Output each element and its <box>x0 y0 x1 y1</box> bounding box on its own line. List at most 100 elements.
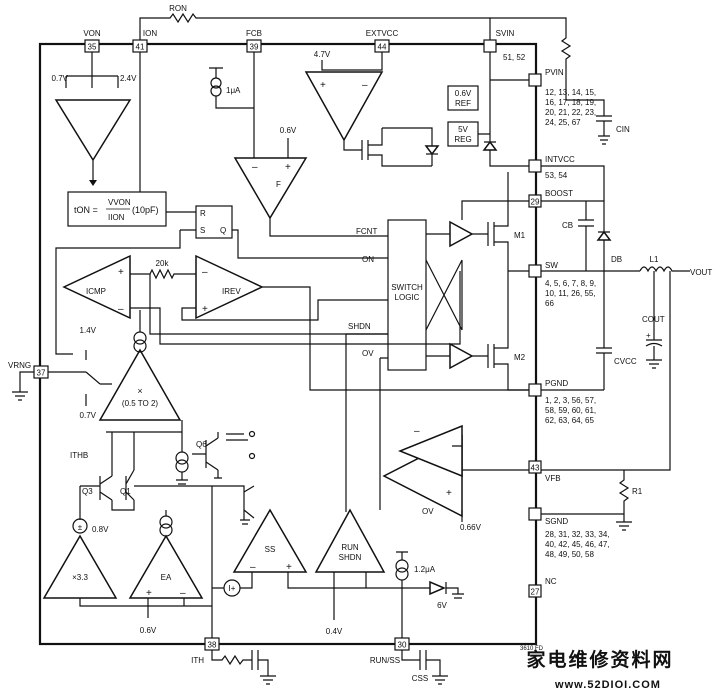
latch-s: S <box>200 226 205 235</box>
pin-pvin: PVIN 12, 13, 14, 15, 16, 17, 18, 19, 20,… <box>528 68 596 127</box>
run-shdn-line2: SHDN <box>339 553 362 562</box>
pin-pgnd-numbers-2: 58, 59, 60, 61, <box>545 406 596 415</box>
extvcc-comp-plus: + <box>320 80 326 91</box>
bottom-driver <box>449 342 474 370</box>
fcb-comp-minus: – <box>252 162 258 173</box>
v08-label: 0.8V <box>92 525 109 534</box>
pin-svin-label: SVIN <box>496 29 515 38</box>
cb-label: CB <box>562 221 573 230</box>
v24-label: 2.4V <box>120 74 137 83</box>
v06-fcb-label: 0.6V <box>280 126 297 135</box>
watermark-chinese: 家电维修资料网 <box>526 648 673 671</box>
ton-numerator: VVON <box>108 198 131 207</box>
pin-ith-number: 38 <box>208 641 217 650</box>
v066-label: 0.66V <box>460 523 482 532</box>
x33-label: ×3.3 <box>72 573 88 582</box>
pin-ion-label: ION <box>143 29 157 38</box>
svg-text:+: + <box>202 304 208 315</box>
pin-pgnd-numbers-1: 1, 2, 3, 56, 57, <box>545 396 596 405</box>
pin-sgnd-numbers-2: 40, 42, 45, 46, 47, <box>545 540 610 549</box>
multiplier <box>98 348 182 421</box>
pin-runss-number: 30 <box>398 641 407 650</box>
figure-id: 3610 FD <box>520 646 544 652</box>
pin-vrng: 37 VRNG <box>8 361 49 379</box>
pin-pgnd: PGND 1, 2, 3, 56, 57, 58, 59, 60, 61, 62… <box>528 379 596 425</box>
extvcc-comp-minus: – <box>362 80 368 91</box>
svg-text:+: + <box>446 488 452 499</box>
pin-nc: 27 NC <box>528 577 557 598</box>
pin-sgnd-numbers-1: 28, 31, 32, 33, 34, <box>545 530 610 539</box>
ton-block <box>67 191 167 227</box>
latch-q: Q <box>220 226 226 235</box>
ov-amp-label: OV <box>422 507 434 516</box>
pin-von-label: VON <box>83 29 101 38</box>
svg-text:–: – <box>414 426 420 437</box>
cvcc-label: CVCC <box>614 357 637 366</box>
pin-nc-label: NC <box>545 577 557 586</box>
v6-label: 6V <box>437 601 447 610</box>
svg-text:–: – <box>202 267 208 278</box>
pin-vrng-label: VRNG <box>8 361 31 370</box>
svg-text:–: – <box>250 562 256 573</box>
pin-pvin-numbers-3: 20, 21, 22, 23, <box>545 108 596 117</box>
pin-sgnd: SGND 28, 31, 32, 33, 34, 40, 42, 45, 46,… <box>528 507 610 559</box>
pin-ith: 38 ITH <box>191 637 220 665</box>
db-label: DB <box>611 255 622 264</box>
svg-text:I+: I+ <box>229 584 236 593</box>
x33-amp <box>42 534 118 599</box>
r20k-label: 20k <box>156 259 170 268</box>
pin-vfb-number: 43 <box>531 464 540 473</box>
error-amplifier <box>128 534 204 599</box>
m1-label: M1 <box>514 231 526 240</box>
pin-fcb-number: 39 <box>250 43 259 52</box>
latch-r: R <box>200 209 206 218</box>
switch-logic-line2: LOGIC <box>395 293 420 302</box>
svg-text:+: + <box>118 267 124 278</box>
q6-label: Q6 <box>196 440 207 449</box>
ton-tail: (10pF) <box>132 205 159 215</box>
r1-label: R1 <box>632 487 643 496</box>
q1-label: Q1 <box>120 487 131 496</box>
pin-fcb-label: FCB <box>246 29 262 38</box>
pin-sw-numbers-2: 10, 11, 26, 55, <box>545 289 596 298</box>
svg-text:–: – <box>180 588 186 599</box>
mult-x: × <box>137 386 142 396</box>
svg-text:–: – <box>118 304 124 315</box>
rs-latch <box>195 205 233 239</box>
run-shdn-line1: RUN <box>341 543 359 552</box>
icmp-comparator <box>62 254 131 320</box>
pin-ion: 41 ION <box>132 29 157 53</box>
v04-label: 0.4V <box>326 627 343 636</box>
pin-vfb: 43 VFB <box>528 460 561 483</box>
q3-label: Q3 <box>82 487 93 496</box>
cin-label: CIN <box>616 125 630 134</box>
pin-intvcc-label: INTVCC <box>545 155 575 164</box>
css-label: CSS <box>412 674 428 683</box>
pin-extvcc-number: 44 <box>378 43 387 52</box>
ton-denominator: IION <box>108 213 125 222</box>
pin-sgnd-numbers-3: 48, 49, 50, 58 <box>545 550 594 559</box>
ss-label: SS <box>265 545 276 554</box>
pin-pvin-numbers-1: 12, 13, 14, 15, <box>545 88 596 97</box>
pin-ion-number: 41 <box>136 43 145 52</box>
i1ua-label: 1μA <box>226 86 241 95</box>
m2-label: M2 <box>514 353 526 362</box>
pin-pgnd-numbers-3: 62, 63, 64, 65 <box>545 416 594 425</box>
pin-sgnd-label: SGND <box>545 517 568 526</box>
v06-ea-label: 0.6V <box>140 626 157 635</box>
reg-line2: REG <box>454 135 471 144</box>
pin-extvcc-label: EXTVCC <box>366 29 399 38</box>
ref-line2: REF <box>455 99 471 108</box>
svg-text:+: + <box>646 331 651 340</box>
fcnt-label: FCNT <box>356 227 377 236</box>
pin-runss: 30 RUN/SS <box>370 637 410 665</box>
pin-extvcc: 44 EXTVCC <box>366 29 399 53</box>
v47-label: 4.7V <box>314 50 331 59</box>
ref-line1: 0.6V <box>455 89 472 98</box>
switch-logic-line1: SWITCH <box>391 283 423 292</box>
icmp-label: ICMP <box>86 287 106 296</box>
pin-fcb: 39 FCB <box>246 29 262 53</box>
vout-label: VOUT <box>690 268 712 277</box>
ss-amp <box>232 508 308 573</box>
ron-label: RON <box>169 4 187 13</box>
